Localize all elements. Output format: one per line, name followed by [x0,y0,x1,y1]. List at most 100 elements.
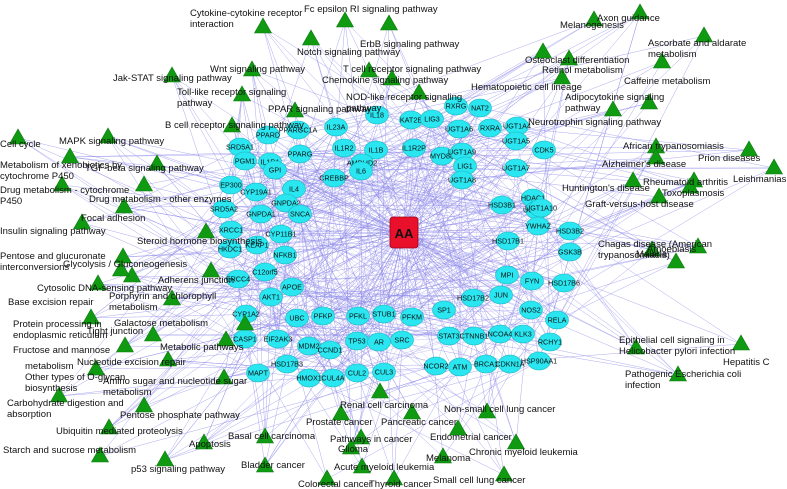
pathway-node-triangle[interactable] [603,100,623,117]
gene-node-circle[interactable] [269,224,293,244]
pathway-node-hematopoietic-cell-lineage[interactable] [552,68,572,85]
pathway-node-glioma[interactable] [341,438,361,455]
pathway-node-triangle[interactable] [688,237,708,254]
gene-node-hsd17b3[interactable]: HSD17B3 [271,354,303,374]
gene-node-tp53[interactable]: TP53 [345,331,369,351]
gene-node-cul3[interactable]: CUL3 [372,362,396,382]
pathway-node-triangle[interactable] [331,404,351,421]
pathway-node-graft-versus-host-disease[interactable] [649,187,669,204]
pathway-node-triangle[interactable] [623,171,643,188]
pathway-node-huntington-s-disease[interactable] [623,171,643,188]
pathway-node-triangle[interactable] [162,289,182,306]
pathway-node-thyroid-cancer[interactable] [384,469,404,486]
pathway-node-toxoplasmosis[interactable] [680,177,700,194]
gene-node-circle[interactable] [349,161,373,181]
pathway-node-triangle[interactable] [111,260,131,277]
pathway-node-tgf-beta-signaling-pathway[interactable] [147,154,167,171]
pathway-node-triangle[interactable] [626,338,646,355]
gene-node-circle[interactable] [311,306,335,326]
pathway-node-toll-like-receptor-signaling-pathway[interactable] [232,85,252,102]
pathway-node-b-cell-receptor-signaling-pathway[interactable] [222,116,242,133]
gene-node-circle[interactable] [558,242,582,262]
gene-node-il1r2[interactable]: IL1R2 [332,138,356,158]
gene-node-cul4a[interactable]: CUL4A [321,368,345,388]
gene-node-ctnnb1[interactable]: CTNNB1 [460,326,489,346]
pathway-node-axon-guidance[interactable] [630,3,650,20]
gene-node-ar[interactable]: AR [367,332,391,352]
pathway-node-chagas-disease-american-trypanosomiasis[interactable] [666,252,686,269]
pathway-node-triangle[interactable] [134,175,154,192]
pathway-node-ppar-signaling-pathway[interactable] [285,101,305,118]
gene-node-circle[interactable] [332,138,356,158]
pathway-node-hepatitis-c[interactable] [731,334,751,351]
gene-node-circle[interactable] [462,326,486,346]
pathway-node-jak-stat-signaling-pathway[interactable] [162,66,182,83]
gene-node-circle[interactable] [233,151,257,171]
pathway-node-apoptosis[interactable] [194,433,214,450]
gene-node-circle[interactable] [280,277,304,297]
gene-node-circle[interactable] [420,109,444,129]
pathway-node-triangle[interactable] [384,469,404,486]
gene-node-circle[interactable] [504,131,528,151]
gene-node-circle[interactable] [552,273,576,293]
gene-node-pgm1[interactable]: PGM1 [233,151,257,171]
pathway-node-galactose-metabolism[interactable] [235,314,255,331]
gene-node-circle[interactable] [364,140,388,160]
gene-node-mapt[interactable]: MAPT [246,363,270,383]
gene-node-circle[interactable] [532,140,556,160]
gene-node-fyn[interactable]: FYN [520,271,544,291]
gene-node-circle[interactable] [504,158,528,178]
gene-node-pfkl[interactable]: PFKL [346,306,370,326]
gene-node-circle[interactable] [297,368,321,388]
pathway-node-triangle[interactable] [255,456,275,473]
gene-node-mdm2[interactable]: MDM2 [297,336,321,356]
gene-node-cyp11b1[interactable]: CYP11B1 [265,224,297,244]
pathway-node-triangle[interactable] [409,83,429,100]
gene-node-ncor2[interactable]: NCOR2 [423,356,449,376]
gene-node-atm[interactable]: ATM [448,357,472,377]
pathway-node-triangle[interactable] [201,261,221,278]
pathway-node-acute-myeloid-leukemia[interactable] [352,457,372,474]
gene-node-circle[interactable] [390,330,414,350]
pathway-node-chemokine-signaling-pathway[interactable] [359,61,379,78]
pathway-node-triangle[interactable] [668,365,688,382]
gene-node-circle[interactable] [244,182,268,202]
pathway-node-fc-epsilon-ri-signaling-pathway[interactable] [335,11,355,28]
gene-node-gnpda1[interactable]: GNPDA1 [246,204,276,224]
pathway-node-adipocytokine-signaling-pathway[interactable] [639,93,659,110]
gene-node-circle[interactable] [400,307,424,327]
gene-node-circle[interactable] [322,168,346,188]
gene-node-rxrg[interactable]: RXRG [444,96,468,116]
pathway-node-triangle[interactable] [739,140,759,157]
pathway-node-mapk-signaling-pathway[interactable] [98,127,118,144]
pathway-node-triangle[interactable] [559,49,579,66]
gene-node-circle[interactable] [246,363,270,383]
gene-node-rchy1[interactable]: RCHY1 [538,332,562,352]
gene-node-circle[interactable] [437,326,461,346]
pathway-node-triangle[interactable] [147,154,167,171]
gene-node-circle[interactable] [478,118,502,138]
gene-node-hsd17b6[interactable]: HSD17B6 [548,273,580,293]
pathway-node-small-cell-lung-cancer[interactable] [494,465,514,482]
pathway-node-triangle[interactable] [72,213,92,230]
pathway-node-prostate-cancer[interactable] [331,404,351,421]
pathway-node-triangle[interactable] [114,197,134,214]
pathway-node-triangle[interactable] [506,433,526,450]
gene-node-nos2[interactable]: NOS2 [519,300,543,320]
gene-node-circle[interactable] [249,204,273,224]
gene-node-klk3[interactable]: KLK3 [511,324,535,344]
pathway-node-nod-like-receptor-signaling-pathway[interactable] [409,83,429,100]
gene-node-rela[interactable]: RELA [545,310,569,330]
gene-node-circle[interactable] [324,117,348,137]
pathway-node-triangle[interactable] [253,17,273,34]
gene-node-circle[interactable] [285,308,309,328]
pathway-node-porphyrin-and-chlorophyll-metabolism[interactable] [162,289,182,306]
gene-node-c12orf5[interactable]: C12orf5 [252,262,278,282]
gene-node-src[interactable]: SRC [390,330,414,350]
gene-node-nat2[interactable]: NAT2 [468,98,492,118]
gene-node-circle[interactable] [286,120,310,140]
gene-node-circle[interactable] [432,300,456,320]
center-node-box[interactable] [389,216,419,249]
gene-node-il1r2p[interactable]: IL1R2P [402,138,426,158]
pathway-node-triangle[interactable] [533,42,553,59]
